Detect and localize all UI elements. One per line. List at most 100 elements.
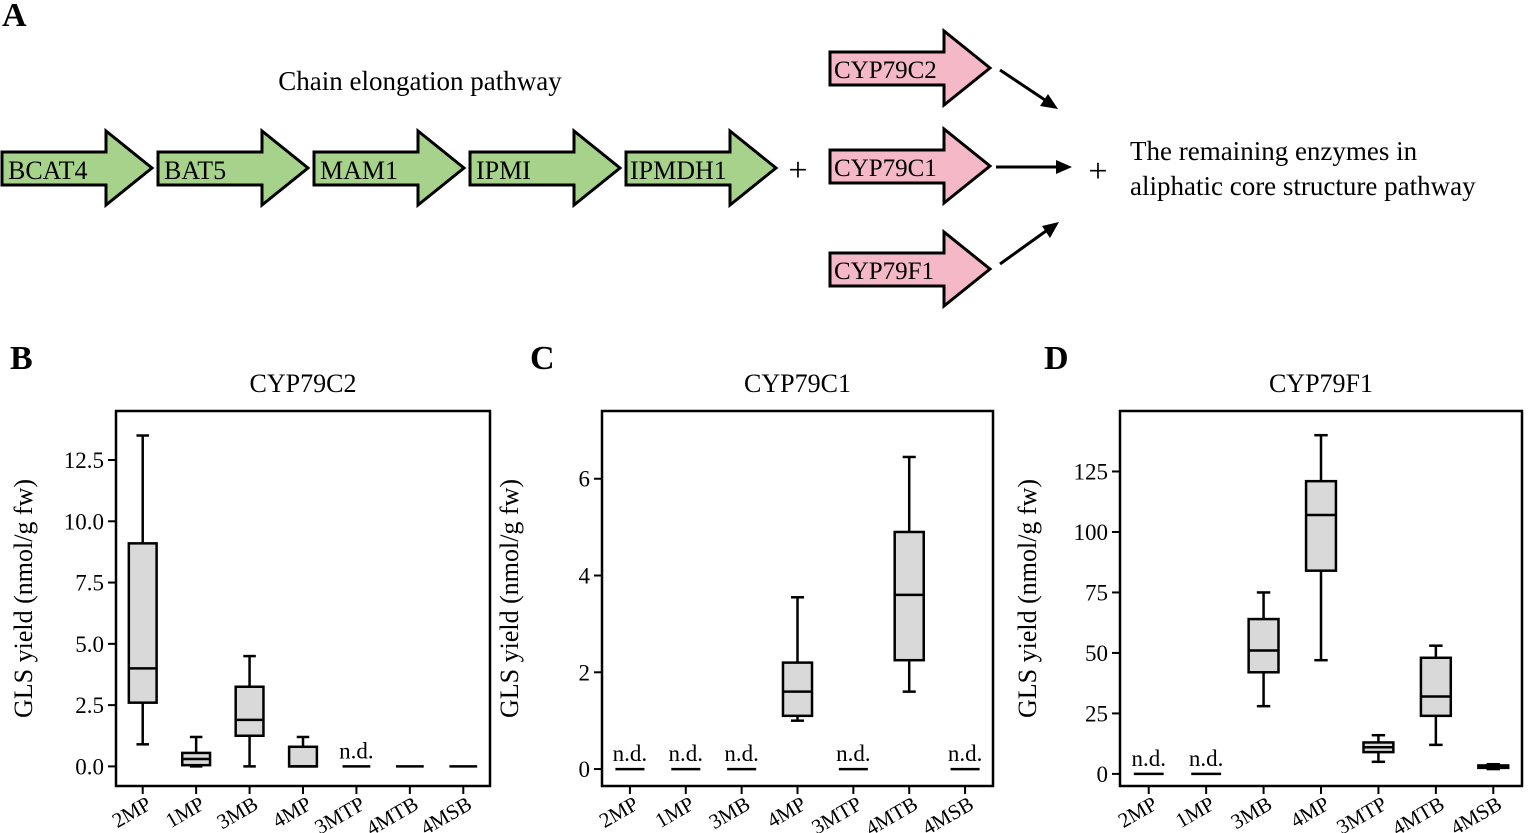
x-tick-label: 4MTB: [861, 792, 922, 833]
panel-label-b: B: [10, 340, 33, 377]
panel-label-a: A: [2, 0, 27, 34]
y-tick-label: 25: [1085, 701, 1108, 726]
x-tick-label: 3MTP: [1332, 792, 1390, 833]
box-4MP: [1304, 433, 1338, 662]
x-tick-label: 1MP: [1171, 792, 1218, 833]
plus-sign-2: +: [1088, 153, 1107, 190]
y-tick-label: 75: [1085, 580, 1108, 605]
gene-label-ipmi: IPMI: [476, 156, 531, 185]
box-4MP: [781, 596, 814, 722]
x-tick-label: 3MTP: [310, 792, 368, 833]
y-tick-label: 7.5: [75, 571, 104, 596]
plus-sign-1: +: [788, 152, 807, 189]
gene-label-cyp79c1: CYP79C1: [834, 155, 937, 182]
x-tick-label: 4MP: [268, 792, 315, 833]
y-tick-label: 0: [579, 757, 591, 782]
gene-label-bcat4: BCAT4: [8, 156, 87, 185]
x-tick-label: 3MB: [705, 792, 754, 833]
iqr-box: [234, 685, 265, 738]
box-3MTP: [1362, 733, 1395, 764]
y-tick-label: 2.5: [75, 693, 104, 718]
x-tick-label: 1MP: [161, 792, 208, 833]
y-tick-label: 0.0: [75, 754, 104, 779]
y-axis-label: GLS yield (nmol/g fw): [1013, 479, 1042, 718]
x-tick-label: 4MSB: [1446, 792, 1506, 833]
box-1MP: n.d.: [1189, 746, 1224, 776]
y-tick-label: 100: [1074, 520, 1109, 545]
panel-a: A Chain elongation pathway BCAT4 BAT5 MA…: [0, 0, 1476, 310]
box-3MTP: n.d.: [339, 738, 374, 768]
x-tick-label: 4MSB: [416, 792, 476, 833]
y-tick-label: 125: [1074, 459, 1109, 484]
box-2MP: n.d.: [1131, 746, 1166, 776]
box-4MSB: n.d.: [948, 741, 983, 771]
pink-arrow-3: [828, 228, 993, 310]
plot-frame: [114, 409, 492, 788]
box-4MSB: [1477, 762, 1510, 771]
gene-label-cyp79f1: CYP79F1: [834, 258, 934, 285]
arrow-head-3: [1042, 222, 1059, 238]
nd-label: n.d.: [613, 741, 648, 766]
x-tick-label: 1MP: [651, 792, 698, 833]
gene-label-mam1: MAM1: [320, 156, 398, 185]
arrow-line-3: [999, 229, 1047, 266]
nd-label: n.d.: [836, 741, 871, 766]
green-arrow-1: [0, 127, 155, 209]
nd-label: n.d.: [1189, 746, 1224, 771]
remaining-enzymes-line1: The remaining enzymes in: [1130, 136, 1418, 166]
x-tick-label: 3MTP: [807, 792, 865, 833]
x-tick-label: 2MP: [108, 792, 155, 833]
box-1MP: [181, 735, 212, 768]
panel-label-d: D: [1044, 340, 1069, 377]
iqr-box: [1304, 479, 1338, 572]
arrow-head-1: [1040, 94, 1058, 109]
y-tick-label: 4: [579, 564, 591, 589]
y-tick-label: 5.0: [75, 632, 104, 657]
box-3MB: [1247, 591, 1280, 708]
iqr-box: [781, 661, 814, 718]
y-tick-label: 2: [579, 660, 591, 685]
x-tick-label: 4MTB: [362, 792, 423, 833]
y-tick-label: 0: [1097, 762, 1109, 787]
green-arrow-3: [312, 127, 467, 209]
box-1MP: n.d.: [669, 741, 704, 771]
arrow-line-1: [999, 68, 1046, 102]
y-tick-label: 10.0: [64, 509, 104, 534]
box-4MTB: [893, 455, 925, 693]
nd-label: n.d.: [339, 738, 374, 763]
x-tick-label: 4MP: [1286, 792, 1333, 833]
iqr-box: [287, 745, 319, 768]
nd-label: n.d.: [669, 741, 704, 766]
y-tick-label: 6: [579, 467, 591, 492]
pink-arrow-1: [828, 27, 993, 109]
nd-label: n.d.: [948, 741, 983, 766]
green-arrow-2: [156, 127, 311, 209]
green-arrow-4: [468, 127, 623, 209]
iqr-box: [1247, 617, 1280, 674]
iqr-box: [127, 542, 158, 704]
y-tick-label: 12.5: [64, 448, 104, 473]
y-tick-label: 50: [1085, 641, 1108, 666]
remaining-enzymes-line2: aliphatic core structure pathway: [1130, 171, 1476, 201]
arrow-head-2: [1056, 160, 1072, 174]
pink-arrow-2: [828, 125, 993, 207]
x-tick-label: 3MB: [1227, 792, 1276, 833]
chart-title: CYP79F1: [1269, 369, 1373, 398]
chain-elongation-title: Chain elongation pathway: [278, 66, 562, 96]
x-tick-label: 3MB: [213, 792, 262, 833]
y-axis-label: GLS yield (nmol/g fw): [9, 479, 38, 718]
box-2MP: [127, 434, 158, 746]
panel-label-c: C: [530, 340, 555, 377]
x-tick-label: 2MP: [595, 792, 642, 833]
x-tick-label: 4MP: [763, 792, 810, 833]
x-tick-label: 2MP: [1114, 792, 1161, 833]
chart-title: CYP79C1: [744, 369, 851, 398]
nd-label: n.d.: [1131, 746, 1166, 771]
box-3MTP: n.d.: [836, 741, 871, 771]
box-4MP: [287, 735, 319, 768]
gene-label-ipmdh1: IPMDH1: [630, 156, 727, 185]
